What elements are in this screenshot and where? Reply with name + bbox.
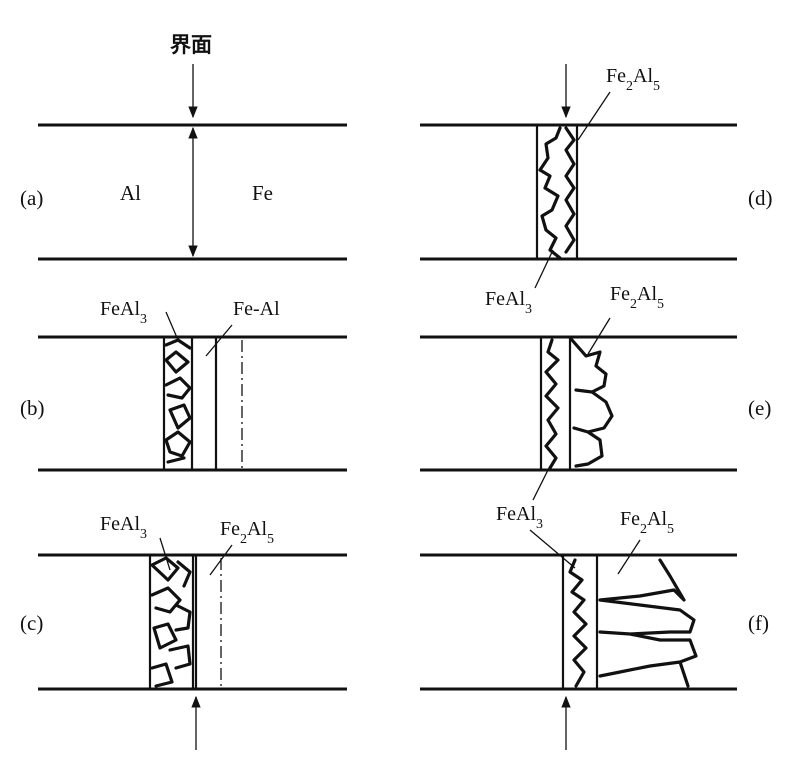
metal-label-al: Al: [120, 181, 141, 205]
label-feal3: FeAl3: [485, 288, 532, 317]
feal3-grain-boundary: [538, 126, 562, 260]
label-fe-al: Fe-Al: [233, 298, 280, 320]
label-fe2al5: Fe2Al5: [220, 518, 274, 547]
interface-label: 界面: [170, 33, 212, 57]
fe2al5-leader: [577, 91, 611, 141]
feal3-grains: [164, 338, 192, 464]
feal3-leader: [529, 529, 576, 569]
feal3-leader: [159, 537, 171, 571]
fe2al5-grains: [598, 558, 698, 688]
panel-f: FeAl3 Fe2Al5 (f): [420, 503, 769, 750]
panel-d: Fe2Al5 (d): [420, 64, 773, 289]
feal3-leader: [165, 311, 179, 341]
panel-e: FeAl3 Fe2Al5 (e): [420, 283, 771, 501]
fe2al5-grain-boundary: [564, 126, 576, 254]
panel-a: 界面 (a) Al Fe: [20, 33, 347, 261]
label-fe2al5: Fe2Al5: [620, 508, 674, 537]
panel-tag-d: (d): [748, 186, 773, 210]
fe2al5-grains: [570, 338, 614, 468]
panel-tag-c: (c): [20, 611, 43, 635]
feal3-layer: [162, 335, 194, 472]
fe-al-leader: [205, 324, 233, 357]
label-feal3: FeAl3: [100, 298, 147, 327]
label-fe2al5: Fe2Al5: [610, 283, 664, 312]
panel-tag-a: (a): [20, 186, 43, 210]
feal3-grain-boundary: [568, 558, 588, 688]
panel-tag-b: (b): [20, 396, 45, 420]
label-feal3: FeAl3: [496, 503, 543, 532]
fe2al5-leader: [209, 544, 233, 576]
feal3-leader: [532, 465, 551, 501]
label-fe2al5: Fe2Al5: [606, 65, 660, 94]
feal3-grains: [150, 556, 192, 688]
metal-label-fe: Fe: [252, 181, 273, 205]
panel-c: (c) FeAl3 Fe2Al5: [20, 513, 347, 750]
fe2al5-leader: [617, 539, 641, 575]
panel-tag-f: (f): [748, 611, 769, 635]
label-feal3: FeAl3: [100, 513, 147, 542]
feal3-layer: [148, 553, 195, 691]
panel-tag-e: (e): [748, 396, 771, 420]
panel-b: (b) FeAl3 Fe-Al: [20, 298, 347, 472]
feal3-grain-boundary: [544, 338, 560, 470]
feal3-leader: [534, 249, 554, 289]
